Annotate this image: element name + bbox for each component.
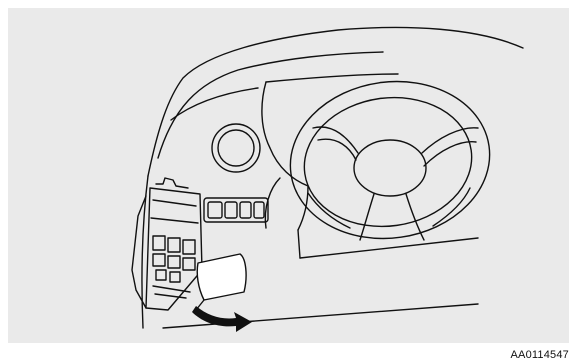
fuse-cover: [196, 254, 246, 310]
air-vent: [212, 124, 260, 172]
removal-arrow: [192, 306, 252, 332]
illustration-panel: [8, 8, 569, 343]
figure-id-label: AA0114547: [511, 349, 569, 361]
dashboard-illustration: [8, 8, 569, 343]
switch-panel: [204, 198, 268, 222]
